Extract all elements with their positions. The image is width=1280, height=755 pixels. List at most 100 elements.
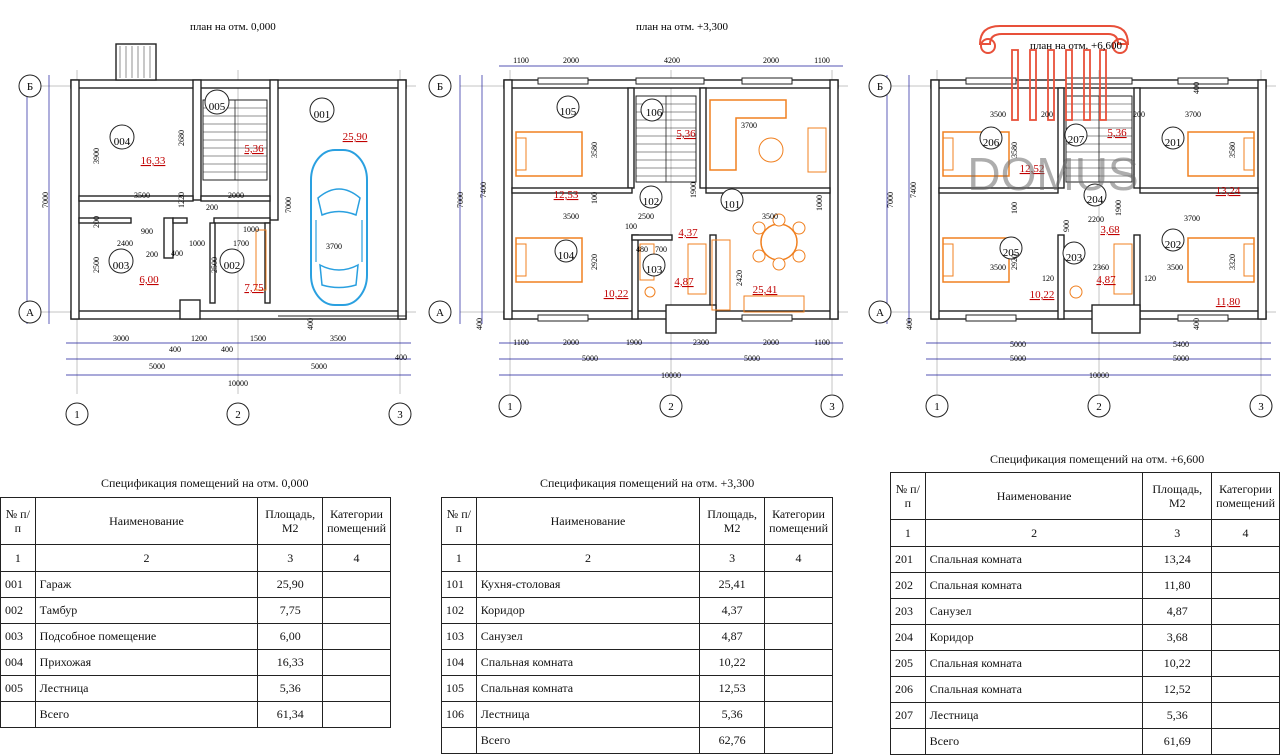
axis-col-label: 1 — [934, 401, 940, 413]
room-area: 12,52 — [1020, 163, 1045, 175]
axis-marker — [659, 394, 683, 418]
chair-icon — [772, 213, 786, 227]
axis-marker — [428, 300, 452, 324]
logo-flute-icon — [1099, 49, 1107, 121]
wall — [938, 187, 1059, 194]
axis-marker — [925, 394, 949, 418]
cell-category — [764, 571, 833, 598]
pillow-icon — [942, 243, 954, 277]
plan-1-interior — [511, 77, 831, 334]
window — [1065, 77, 1133, 85]
cell-name: Лестница — [924, 702, 1144, 729]
plan-0-axis-markers — [18, 74, 412, 426]
cell-category — [1211, 546, 1280, 573]
plan-2-graphics — [887, 70, 1276, 394]
room-area: 13,24 — [1216, 185, 1241, 197]
logo-flute-icon — [1065, 49, 1073, 121]
dimension-label: 400 — [169, 345, 181, 354]
room-marker — [219, 248, 245, 274]
col-header-category: Категории помещений — [322, 497, 391, 545]
dimension-label: 1900 — [1114, 200, 1123, 216]
room-area: 4,37 — [678, 227, 698, 239]
col-header-name: Наименование — [34, 497, 259, 545]
pillow-icon — [942, 137, 954, 171]
dimension-label: 1500 — [250, 334, 266, 343]
toilet-icon — [1069, 285, 1083, 299]
cell-area: 12,52 — [1142, 676, 1213, 703]
wall — [192, 79, 202, 201]
cell-number: 207 — [890, 702, 926, 729]
axis-col-label: 1 — [74, 409, 80, 421]
room-marker — [1064, 123, 1088, 147]
logo-flute-icon — [1047, 49, 1055, 121]
wall — [1057, 234, 1065, 320]
dimension-label: 100 — [1010, 202, 1019, 214]
cell-category — [322, 675, 391, 702]
cell-name: Кухня-столовая — [475, 571, 701, 598]
dimension-label: 3500 — [990, 110, 1006, 119]
dimension-label: 400 — [1192, 82, 1201, 94]
cell-number — [441, 727, 477, 754]
col-number: 4 — [764, 544, 833, 572]
cell-number: 005 — [0, 675, 36, 702]
room-area: 6,00 — [139, 274, 159, 286]
shelf-icon — [255, 229, 267, 291]
room-marker — [108, 248, 134, 274]
dimension-label: 200 — [206, 203, 218, 212]
pillow-icon — [1243, 137, 1255, 171]
dimension-label: 1900 — [689, 182, 698, 198]
dimension-label: 10000 — [228, 379, 248, 388]
cell-number: 105 — [441, 675, 477, 702]
dimension-label: 2920 — [590, 254, 599, 270]
wall — [1133, 87, 1141, 189]
plan-1-axis-markers — [428, 74, 844, 418]
room-area: 5,36 — [676, 128, 696, 140]
logo-scroll-icon — [1112, 38, 1128, 54]
table-header-row: № п/п Наименование Площадь, М2 Категории… — [890, 472, 1280, 520]
dimension-label: 1100 — [513, 338, 529, 347]
axis-col-label: 3 — [397, 409, 403, 421]
col-number: 3 — [699, 544, 766, 572]
plan-title-0000: план на отм. 0,000 — [190, 21, 276, 33]
bathtub-icon — [687, 243, 707, 295]
dimension-label: 3500 — [563, 212, 579, 221]
chair-icon — [772, 257, 786, 271]
room-id: 202 — [1165, 239, 1182, 251]
window — [965, 314, 1017, 322]
wall — [209, 222, 216, 304]
room-marker — [309, 97, 335, 123]
dimension-label: 2000 — [563, 338, 579, 347]
wall — [269, 79, 279, 221]
room-area: 16,33 — [141, 155, 166, 167]
cell-area: 12,53 — [699, 675, 766, 702]
cell-area: 5,36 — [257, 675, 324, 702]
window — [965, 77, 1017, 85]
dimensions-3300: 1100 2000 4200 2000 1100 1100 2000 1900 … — [456, 56, 830, 380]
axis-row-label: Б — [27, 81, 33, 93]
plan-0-interior — [78, 43, 406, 320]
axis-row-label: Б — [437, 81, 443, 93]
cell-category — [322, 701, 391, 728]
dimension-label: 2300 — [693, 338, 709, 347]
col-number: 4 — [322, 544, 391, 572]
cell-name: Лестница — [475, 701, 701, 728]
room-marker — [556, 95, 580, 119]
cell-area: 25,41 — [699, 571, 766, 598]
wall — [70, 310, 407, 320]
dimension-label: 2200 — [1088, 215, 1104, 224]
cell-number: 103 — [441, 623, 477, 650]
cell-area: 25,90 — [257, 571, 324, 598]
dimension-label: 1100 — [814, 338, 830, 347]
room-area: 11,80 — [1216, 296, 1241, 308]
room-marker — [109, 124, 135, 150]
cell-area: 4,87 — [699, 623, 766, 650]
axis-marker — [820, 394, 844, 418]
pillow-icon — [1243, 243, 1255, 277]
